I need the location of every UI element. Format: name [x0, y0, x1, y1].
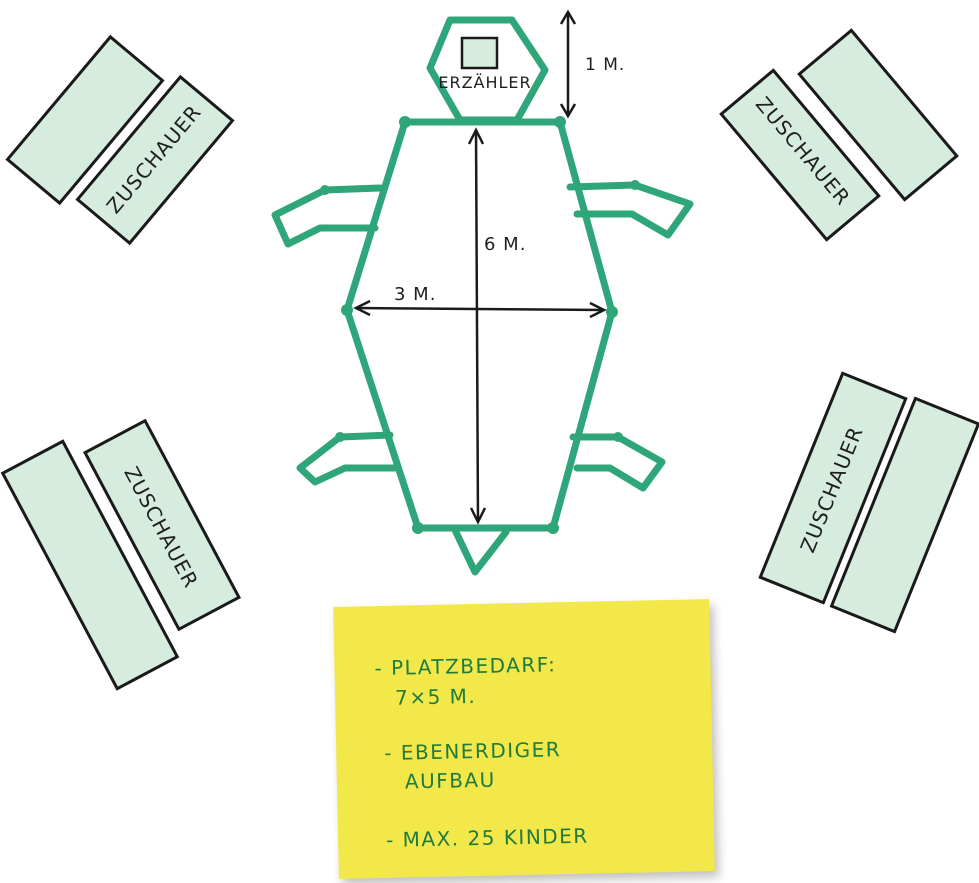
- length-dimension: [467, 127, 487, 525]
- note-line-ground: - EBENERDIGER: [384, 737, 562, 765]
- narrator-label: ERZÄHLER: [438, 73, 531, 92]
- narrator-seat-icon: [460, 36, 499, 70]
- bench-top-left: ZUSCHAUER: [5, 34, 235, 246]
- arm-upper-left: [271, 184, 384, 248]
- note-line-dimensions: 7×5 M.: [394, 683, 477, 710]
- bench-bottom-right: ZUSCHAUER: [758, 371, 979, 634]
- tail-triangle: [451, 526, 510, 576]
- narrator-depth-dimension: [559, 9, 577, 119]
- stage-outline: [271, 16, 694, 576]
- sticky-note: - PLATZBEDARF: 7×5 M. - EBENERDIGER AUFB…: [333, 599, 715, 879]
- width-label: 3 M.: [394, 284, 436, 305]
- arm-upper-right: [566, 181, 694, 239]
- note-line-children: - MAX. 25 KINDER: [385, 823, 589, 852]
- note-line-space: - PLATZBEDARF:: [374, 652, 557, 681]
- narrator-area: [426, 16, 549, 124]
- arm-lower-left: [296, 431, 399, 486]
- note-line-setup: AUFBAU: [404, 767, 496, 794]
- length-label: 6 M.: [484, 234, 526, 255]
- arm-lower-right: [569, 433, 666, 492]
- stage-vertex-dots: [320, 116, 640, 534]
- bench-bottom-left: ZUSCHAUER: [0, 418, 241, 691]
- bench-top-right: ZUSCHAUER: [719, 28, 959, 242]
- width-dimension: [353, 299, 607, 319]
- narrator-depth-label: 1 M.: [585, 55, 625, 75]
